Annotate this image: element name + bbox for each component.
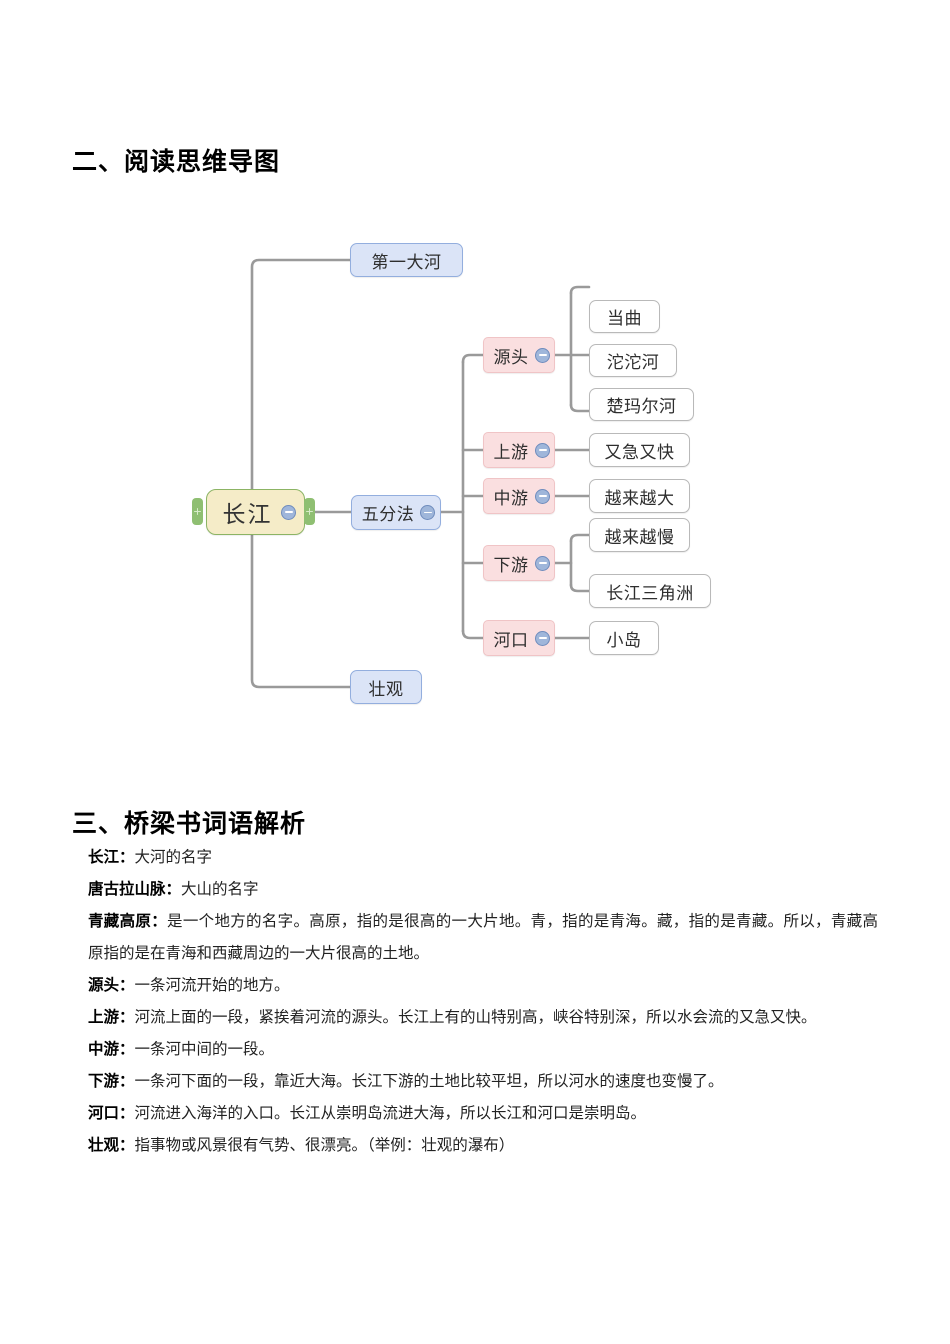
glossary-definition: 指事物或风景很有气势、很漂亮。（举例：壮观的瀑布） (134, 1137, 515, 1154)
glossary-list: 长江：大河的名字 唐古拉山脉：大山的名字 青藏高原：是一个地方的名字。高原，指的… (88, 842, 878, 1162)
mindmap-leaf-xiaodao[interactable]: 小岛 (589, 621, 659, 655)
mindmap-leaf-yuelaiyueda[interactable]: 越来越大 (589, 479, 690, 513)
glossary-term: 河口： (88, 1105, 135, 1122)
mindmap-node-label: 源头 (493, 347, 529, 367)
section-heading-reading-mindmap: 二、阅读思维导图 (72, 149, 281, 176)
section-heading-glossary: 三、桥梁书词语解析 (72, 811, 307, 838)
collapse-icon[interactable] (535, 488, 550, 504)
glossary-term: 长江： (88, 849, 135, 866)
expand-tab-right[interactable] (304, 498, 315, 525)
glossary-term: 上游： (88, 1009, 135, 1026)
mindmap-node-hekou[interactable]: 河口 (483, 620, 555, 656)
mindmap-node-label: 中游 (493, 488, 529, 508)
mindmap-node-xiayou[interactable]: 下游 (483, 545, 555, 581)
glossary-term: 唐古拉山脉： (88, 881, 182, 898)
glossary-term: 青藏高原： (88, 913, 168, 930)
mindmap-node-root-changjiang[interactable]: 长江 (206, 489, 305, 535)
glossary-definition: 大河的名字 (134, 849, 213, 866)
mindmap-leaf-label: 楚玛尔河 (606, 397, 677, 416)
mindmap-node-wufenfa[interactable]: 五分法 (351, 495, 441, 530)
glossary-entry: 源头：一条河流开始的地方。 (88, 970, 878, 1002)
plus-icon (306, 508, 313, 515)
glossary-definition: 一条河下面的一段，靠近大海。长江下游的土地比较平坦，所以河水的速度也变慢了。 (134, 1073, 724, 1090)
mindmap-leaf-label: 又急又快 (604, 442, 675, 462)
mindmap-node-label: 五分法 (361, 505, 415, 524)
mindmap-node-label: 河口 (493, 630, 529, 650)
mindmap-leaf-label: 当曲 (607, 309, 642, 328)
mindmap-node-label: 壮观 (368, 679, 404, 699)
mindmap-leaf-youjiyoukuai[interactable]: 又急又快 (589, 433, 690, 467)
collapse-icon[interactable] (535, 347, 550, 363)
collapse-icon[interactable] (535, 442, 550, 458)
glossary-entry: 青藏高原：是一个地方的名字。高原，指的是很高的一大片地。青，指的是青海。藏，指的… (88, 906, 878, 970)
mindmap-canvas: 长江 第一大河 五分法 壮观 源头 当曲 沱沱河 (0, 225, 950, 725)
expand-tab-left[interactable] (192, 498, 203, 525)
mindmap-node-label: 第一大河 (371, 252, 442, 272)
mindmap-leaf-dangqu[interactable]: 当曲 (589, 300, 660, 333)
glossary-entry: 长江：大河的名字 (88, 842, 878, 874)
glossary-definition: 大山的名字 (181, 881, 259, 898)
glossary-entry: 下游：一条河下面的一段，靠近大海。长江下游的土地比较平坦，所以河水的速度也变慢了… (88, 1066, 878, 1098)
mindmap-leaf-tuotuohe[interactable]: 沱沱河 (589, 344, 677, 377)
mindmap-node-zhongyou[interactable]: 中游 (483, 478, 555, 514)
glossary-entry: 中游：一条河中间的一段。 (88, 1034, 878, 1066)
glossary-definition: 河流上面的一段，紧挨着河流的源头。长江上有的山特别高，峡谷特别深，所以水会流的又… (134, 1009, 817, 1026)
glossary-term: 中游： (88, 1041, 135, 1058)
mindmap-node-zhuangguan[interactable]: 壮观 (350, 670, 422, 704)
glossary-term: 壮观： (88, 1137, 135, 1154)
glossary-definition: 一条河流开始的地方。 (134, 977, 290, 994)
mindmap-node-label: 下游 (493, 555, 529, 575)
mindmap-leaf-chumaerhe[interactable]: 楚玛尔河 (589, 388, 694, 421)
glossary-term: 源头： (88, 977, 135, 994)
mindmap-leaf-label: 越来越大 (604, 488, 675, 508)
mindmap-leaf-label: 越来越慢 (604, 527, 675, 547)
mindmap-node-diyidahe[interactable]: 第一大河 (350, 243, 463, 277)
collapse-icon[interactable] (535, 555, 550, 571)
collapse-icon[interactable] (420, 505, 435, 520)
glossary-entry: 河口：河流进入海洋的入口。长江从崇明岛流进大海，所以长江和河口是崇明岛。 (88, 1098, 878, 1130)
mindmap-node-shangyou[interactable]: 上游 (483, 432, 555, 468)
mindmap-leaf-label: 沱沱河 (606, 353, 660, 372)
mindmap-leaf-label: 长江三角洲 (606, 583, 694, 603)
glossary-term: 下游： (88, 1073, 135, 1090)
collapse-icon[interactable] (281, 504, 296, 520)
mindmap-connectors (250, 258, 591, 689)
mindmap-node-label: 上游 (493, 442, 529, 462)
mindmap-node-yuantou[interactable]: 源头 (483, 337, 555, 373)
glossary-definition: 是一个地方的名字。高原，指的是很高的一大片地。青，指的是青海。藏，指的是青藏。所… (88, 913, 878, 962)
mindmap-leaf-label: 小岛 (606, 630, 642, 650)
glossary-definition: 一条河中间的一段。 (134, 1041, 275, 1058)
glossary-entry: 壮观：指事物或风景很有气势、很漂亮。（举例：壮观的瀑布） (88, 1130, 878, 1162)
mindmap-leaf-yuelaiyueman[interactable]: 越来越慢 (589, 518, 690, 552)
glossary-definition: 河流进入海洋的入口。长江从崇明岛流进大海，所以长江和河口是崇明岛。 (134, 1105, 647, 1122)
glossary-entry: 唐古拉山脉：大山的名字 (88, 874, 878, 906)
glossary-entry: 上游：河流上面的一段，紧挨着河流的源头。长江上有的山特别高，峡谷特别深，所以水会… (88, 1002, 878, 1034)
plus-icon (194, 508, 201, 515)
mindmap-leaf-changjiangsanjiaozhou[interactable]: 长江三角洲 (589, 574, 711, 608)
mindmap-node-root-label: 长江 (222, 501, 273, 527)
collapse-icon[interactable] (535, 630, 550, 646)
